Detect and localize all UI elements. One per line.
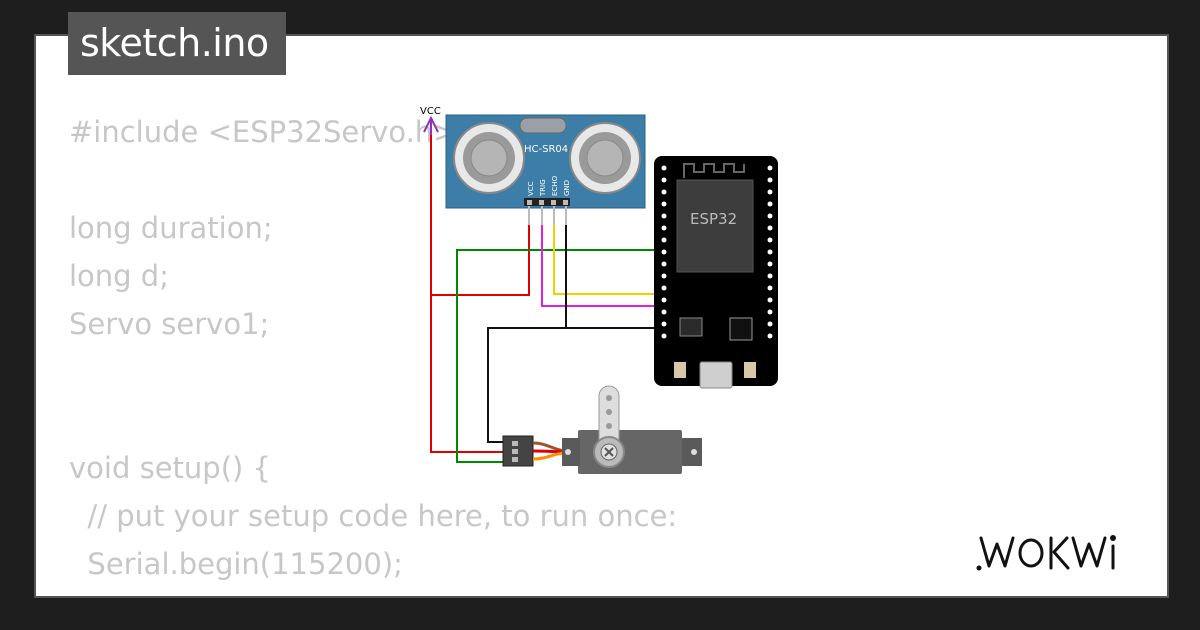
code-line: void setup() { <box>69 451 271 485</box>
esp32-board[interactable]: ESP32 <box>654 156 778 389</box>
servo-motor[interactable] <box>502 385 702 474</box>
hc-sr04-sensor[interactable]: HC-SR04 VCC TRIG ECHO GND <box>445 114 646 225</box>
usb-chip-icon <box>729 317 753 341</box>
esp32-module <box>676 179 754 273</box>
vcc-label: VCC <box>420 106 441 117</box>
board-name: ESP32 <box>690 210 737 228</box>
pin-label-trig: TRIG <box>539 179 547 197</box>
en-button-icon <box>674 362 686 378</box>
wokwi-logo-icon <box>976 535 1116 571</box>
code-line: pinMode(32, OUTPUT); <box>69 588 677 596</box>
file-tab-label: sketch.ino <box>80 21 269 65</box>
wokwi-logo <box>975 528 1150 582</box>
sensor-name: HC-SR04 <box>524 144 568 155</box>
code-line: #include <ESP32Servo.h> <box>69 115 458 149</box>
pin-label-gnd: GND <box>563 180 571 196</box>
servo-gnd-wire <box>487 327 660 443</box>
vcc-wire <box>430 135 503 453</box>
right-pin-header <box>767 165 773 339</box>
file-tab[interactable]: sketch.ino <box>68 12 286 75</box>
sensor-vcc-wire <box>431 225 530 296</box>
code-line: long duration; <box>69 211 273 245</box>
pin-label-vcc: VCC <box>527 181 535 196</box>
code-line: // put your setup code here, to run once… <box>69 499 678 533</box>
gnd-wire <box>565 225 660 329</box>
signal-wire <box>456 249 659 463</box>
antenna-icon <box>683 163 745 178</box>
left-pin-header <box>661 165 667 339</box>
pin-label-echo: ECHO <box>551 175 559 196</box>
crystal-icon <box>519 117 567 134</box>
code-editor[interactable]: #include <ESP32Servo.h> long duration; lon… <box>69 108 678 596</box>
voltage-regulator-icon <box>679 317 703 337</box>
code-line: Serial.begin(115200); <box>69 547 403 581</box>
boot-button-icon <box>744 362 756 378</box>
usb-port-icon <box>699 361 733 389</box>
vcc-symbol: VCC <box>420 106 441 135</box>
code-line: long d; <box>69 259 169 293</box>
code-line: Servo servo1; <box>69 307 270 341</box>
